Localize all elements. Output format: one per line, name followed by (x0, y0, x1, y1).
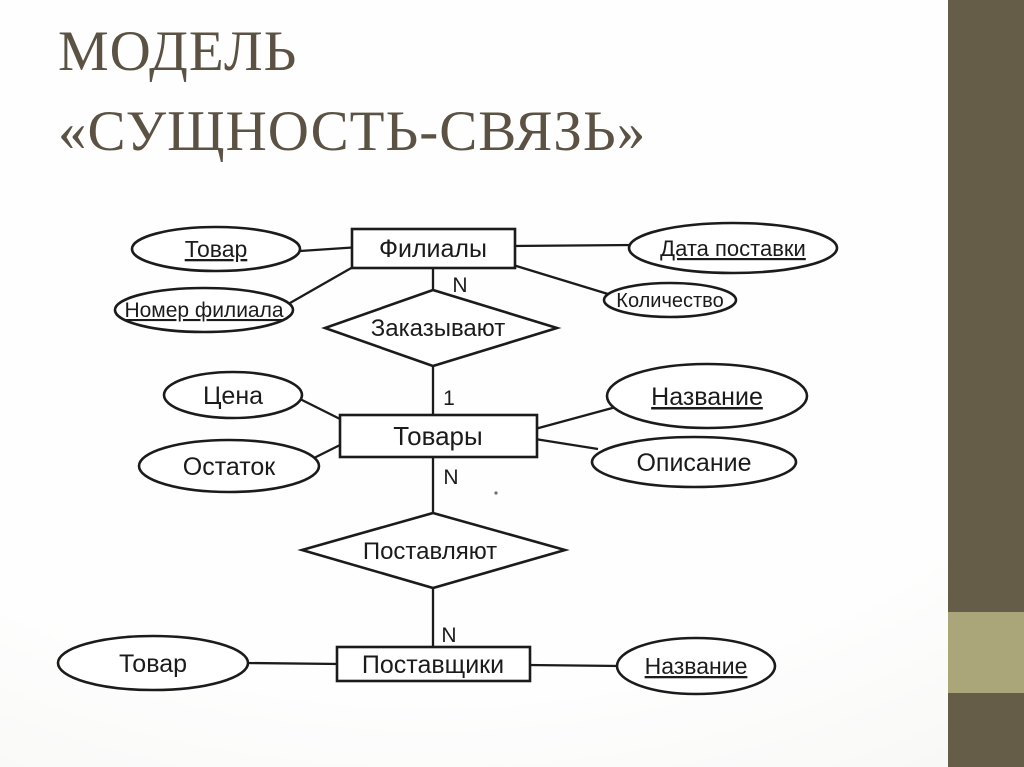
page-title: МОДЕЛЬ «СУЩНОСТЬ-СВЯЗЬ» (58, 12, 646, 172)
cardinality-branches-order: N (452, 274, 467, 297)
attribute-branch-number-ellipse (113, 286, 295, 334)
connector-branches-delivery-date (509, 243, 635, 248)
relationship-order-label: Заказывают (371, 315, 506, 342)
stray-dot (494, 491, 498, 495)
attribute-price-ellipse (162, 370, 304, 420)
relationship-supply-label: Поставляют (363, 538, 497, 565)
attribute-description-label: Описание (636, 449, 751, 477)
relationship-supply-diamond (297, 511, 570, 590)
connector-goods-description (534, 437, 599, 451)
page-title-line1: МОДЕЛЬ (58, 20, 298, 83)
page-title-line2: «СУЩНОСТЬ-СВЯЗЬ» (58, 100, 647, 163)
attribute-quantity-label: Количество (616, 290, 723, 312)
accent-bar (948, 0, 1024, 767)
attribute-quantity-ellipse (602, 281, 738, 319)
attribute-stock-ellipse (137, 438, 321, 494)
entity-suppliers-label: Поставщики (362, 651, 504, 679)
entity-branches-box (350, 227, 517, 270)
attribute-product-suppliers-label: Товар (119, 650, 187, 678)
entity-branches-label: Филиалы (379, 235, 487, 263)
connector-product-suppliers (245, 661, 341, 666)
attribute-name-goods-label: Название (651, 383, 763, 411)
attribute-product-suppliers-ellipse (56, 634, 250, 692)
attribute-price-label: Цена (203, 382, 263, 410)
entity-goods-box (338, 413, 539, 459)
entity-goods-label: Товары (393, 421, 482, 451)
entity-suppliers-box (335, 645, 532, 683)
connector-goods-name (534, 405, 617, 431)
relationship-order-diamond (321, 288, 562, 368)
accent-bar-light-band (948, 612, 1024, 693)
attribute-description-ellipse (590, 435, 798, 489)
connector-price-goods (297, 396, 345, 423)
attribute-branch-number-label: Номер филиала (124, 299, 283, 322)
connector-branches-quantity (512, 263, 609, 296)
attribute-name-suppliers-label: Название (645, 653, 748, 679)
attribute-name-goods-ellipse (605, 362, 809, 430)
attribute-name-suppliers-ellipse (615, 636, 777, 696)
attribute-product-label: Товар (185, 236, 248, 262)
connector-suppliers-name (527, 663, 622, 668)
cardinality-order-goods: 1 (443, 387, 455, 410)
attribute-product-ellipse (130, 225, 302, 273)
attribute-stock-label: Остаток (183, 453, 277, 481)
attribute-delivery-date-ellipse (627, 221, 839, 275)
cardinality-supply-suppliers: N (441, 624, 456, 647)
connector-product-branches (299, 245, 361, 253)
cardinality-goods-supply: N (443, 466, 458, 489)
connector-branch-number-branches (289, 262, 361, 304)
attribute-delivery-date-label: Дата поставки (660, 236, 806, 261)
